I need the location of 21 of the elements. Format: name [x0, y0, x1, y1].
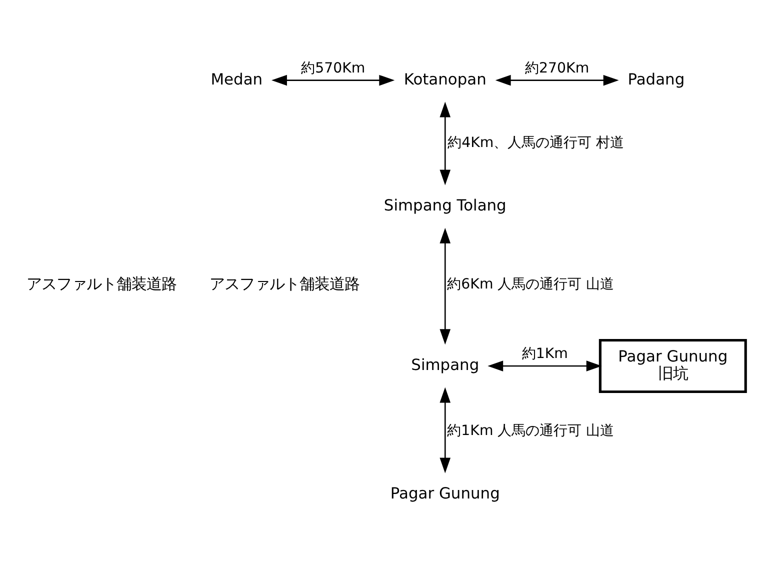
arrow [440, 228, 451, 345]
arrow [440, 102, 451, 186]
edge-label: 約570Km [301, 60, 366, 76]
node-box: Pagar Gunung 旧坑 [598, 338, 747, 394]
node-text: Simpang [411, 356, 480, 374]
node-text: Simpang Tolang [384, 196, 506, 214]
edge-label: 約4Km、人馬の通行可 村道 [448, 134, 624, 151]
label: アスファルト舗装道路 [209, 274, 360, 293]
arrow [272, 74, 395, 86]
arrow [495, 74, 619, 86]
edge-label: 約270Km [525, 60, 590, 76]
edge-label: 約6Km 人馬の通行可 山道 [447, 276, 614, 293]
label: アスファルト舗装道路 [26, 274, 177, 293]
arrow [488, 360, 602, 372]
arrow [440, 387, 451, 474]
node-text: Kotanopan [404, 70, 486, 88]
node-text: Pagar Gunung [390, 484, 500, 503]
edge-label: 約1Km [522, 346, 568, 362]
node-text: Medan [210, 70, 263, 88]
edge-label: 約1Km 人馬の通行可 山道 [447, 423, 614, 440]
node-text: Padang [628, 70, 685, 88]
